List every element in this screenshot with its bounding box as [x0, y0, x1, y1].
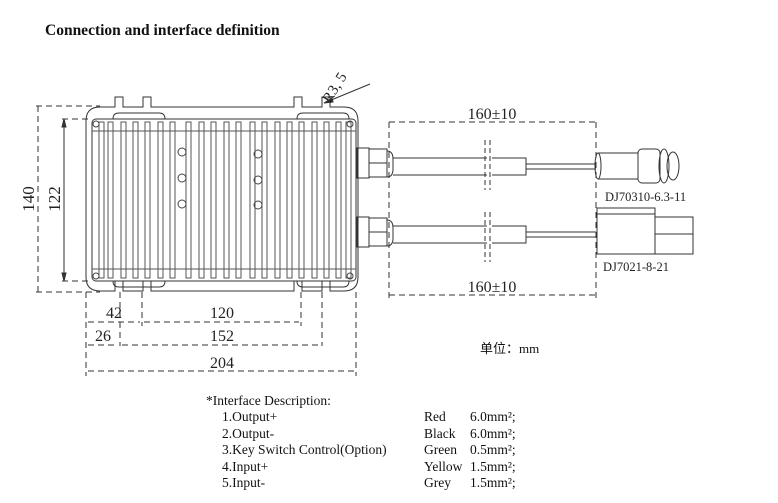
unit-label: 单位：mm — [480, 341, 540, 356]
wire-color: Black — [424, 425, 456, 441]
dim-26-label: 26 — [95, 328, 111, 345]
wire-name: 5.Input- — [222, 475, 266, 491]
heatsink-fin — [223, 121, 230, 279]
heatsink-fin — [261, 121, 268, 279]
cable-bottom-length-label: 160±10 — [468, 279, 517, 296]
interface-table: 1.Output+ Red 6.0mm²; 2.Output- Black 6.0mm²;… — [222, 409, 516, 491]
connector-rect-icon — [596, 207, 694, 255]
wire-name: 3.Key Switch Control(Option) — [222, 442, 387, 458]
heatsink-fin — [144, 121, 151, 279]
heatsink-fin — [132, 121, 139, 279]
connector-top-model: DJ70310-6.3-11 — [605, 190, 686, 204]
heatsink-fin — [120, 121, 127, 279]
heatsink-fin — [107, 121, 114, 279]
radius-label: R3, 5 — [320, 70, 351, 106]
dim-152-label: 152 — [210, 328, 234, 345]
wire-size: 6.0mm²; — [470, 409, 516, 425]
heatsink-fin — [157, 121, 164, 279]
dim-42-label: 42 — [106, 305, 122, 322]
cable-top-length-label: 160±10 — [468, 106, 517, 123]
connector-round-icon — [594, 148, 680, 184]
wire-color: Green — [424, 442, 457, 458]
heatsink-fin — [345, 121, 352, 279]
housing-outline — [85, 96, 359, 292]
wire-color: Red — [424, 409, 446, 425]
heatsink-fin — [311, 121, 318, 279]
interface-row: 5.Input- Grey 1.5mm²; — [222, 475, 516, 491]
heatsink-fin — [335, 121, 342, 279]
connector-bottom-model: DJ7021-8-21 — [603, 260, 669, 274]
heatsink-fin — [298, 121, 305, 279]
heatsink-fin — [169, 121, 176, 279]
heatsink-fin — [274, 121, 281, 279]
heatsink-fin — [98, 121, 105, 279]
heatsink-fin — [286, 121, 293, 279]
interface-row: 1.Output+ Red 6.0mm²; — [222, 409, 516, 425]
heatsink-fin — [185, 121, 192, 279]
interface-row: 3.Key Switch Control(Option) Green 0.5mm²; — [222, 442, 516, 458]
wire-size: 0.5mm²; — [470, 442, 516, 458]
cable-top — [393, 157, 596, 176]
heatsink-fin — [323, 121, 330, 279]
wire-name: 2.Output- — [222, 425, 275, 441]
cable-bottom — [393, 225, 596, 244]
interface-row: 4.Input+ Yellow 1.5mm²; — [222, 459, 516, 475]
dim-120-label: 120 — [210, 305, 234, 322]
heatsink-fin — [210, 121, 217, 279]
wire-name: 4.Input+ — [222, 458, 269, 474]
heatsink-fin — [198, 121, 205, 279]
interface-description: *Interface Description: 1.Output+ Red 6.0m… — [206, 393, 516, 491]
wire-color: Grey — [424, 475, 451, 491]
dim-122-label: 122 — [45, 186, 64, 212]
interface-row: 2.Output- Black 6.0mm²; — [222, 426, 516, 442]
wire-color: Yellow — [424, 458, 463, 474]
wire-size: 6.0mm²; — [470, 425, 516, 441]
housing-inner — [91, 118, 357, 282]
page-title: Connection and interface definition — [45, 22, 280, 39]
wire-size: 1.5mm²; — [470, 475, 516, 491]
wire-name: 1.Output+ — [222, 409, 278, 425]
heatsink-fin — [249, 121, 256, 279]
heatsink-fin — [235, 121, 242, 279]
dim-140-label: 140 — [19, 186, 38, 212]
dim-204-label: 204 — [210, 355, 234, 372]
interface-heading: *Interface Description: — [206, 393, 331, 408]
wire-size: 1.5mm²; — [470, 458, 516, 474]
